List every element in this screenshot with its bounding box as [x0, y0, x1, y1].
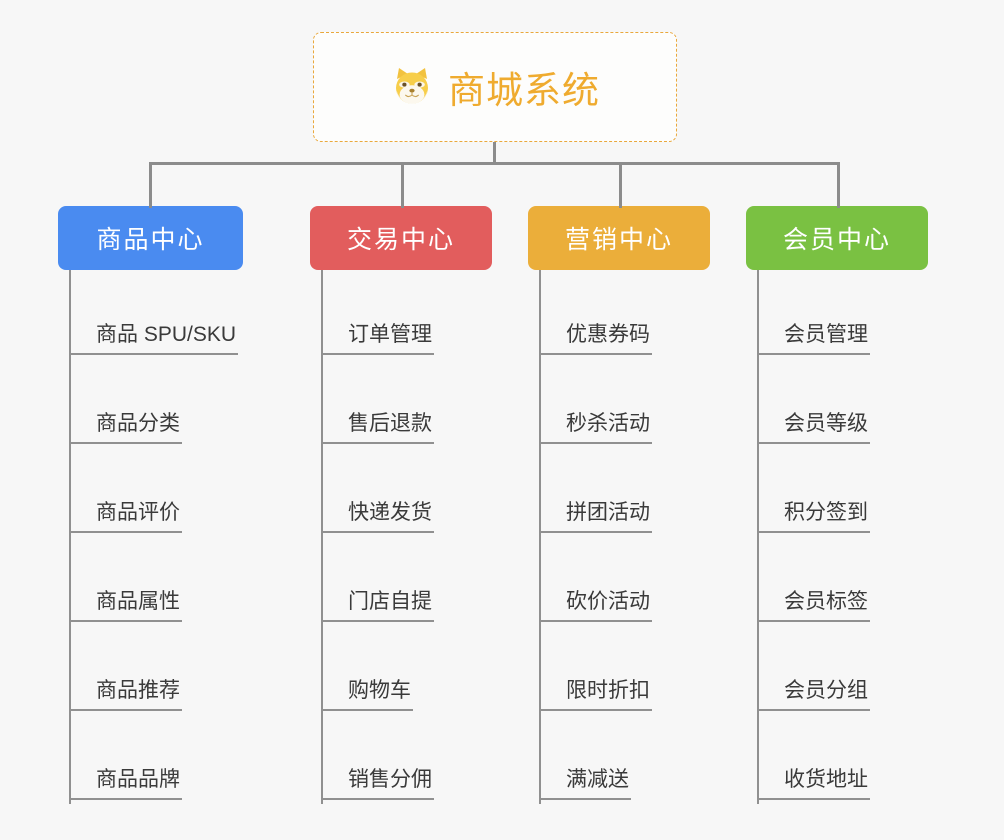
connector-drop-member-center: [837, 162, 840, 208]
leaf-label: 购物车: [322, 678, 413, 711]
leaf-item[interactable]: 商品推荐: [58, 626, 243, 715]
root-title: 商城系统: [448, 70, 600, 111]
leaf-label: 满减送: [540, 767, 631, 800]
leaf-label: 拼团活动: [540, 500, 652, 533]
leaf-item[interactable]: 销售分佣: [310, 715, 492, 804]
leaf-label: 会员分组: [758, 678, 870, 711]
leaf-list-product-center: 商品 SPU/SKU 商品分类商品评价商品属性商品推荐商品品牌: [58, 270, 243, 804]
leaf-list-member-center: 会员管理会员等级积分签到会员标签会员分组收货地址: [746, 270, 928, 804]
leaf-item[interactable]: 满减送: [528, 715, 710, 804]
category-title: 会员中心: [782, 226, 891, 254]
leaf-label: 会员标签: [758, 589, 870, 622]
leaf-label: 限时折扣: [540, 678, 652, 711]
category-title: 营销中心: [564, 226, 673, 254]
leaf-item[interactable]: 会员分组: [746, 626, 928, 715]
leaf-item[interactable]: 商品 SPU/SKU: [58, 270, 243, 359]
leaf-item[interactable]: 售后退款: [310, 359, 492, 448]
leaf-label: 秒杀活动: [540, 411, 652, 444]
connector-drop-trade-center: [401, 162, 404, 208]
leaf-item[interactable]: 订单管理: [310, 270, 492, 359]
connector-bar: [149, 162, 839, 165]
category-header-trade-center[interactable]: 交易中心: [310, 206, 492, 270]
leaf-item[interactable]: 优惠券码: [528, 270, 710, 359]
category-title: 商品中心: [96, 226, 205, 254]
leaf-item[interactable]: 会员管理: [746, 270, 928, 359]
column-member-center: 会员中心会员管理会员等级积分签到会员标签会员分组收货地址: [746, 206, 928, 804]
leaf-item[interactable]: 秒杀活动: [528, 359, 710, 448]
category-title: 交易中心: [346, 226, 455, 254]
column-trade-center: 交易中心订单管理售后退款快递发货门店自提购物车销售分佣: [310, 206, 492, 804]
connector-drop-product-center: [149, 162, 152, 208]
leaf-label: 商品分类: [70, 411, 182, 444]
connector-drop-marketing-center: [619, 162, 622, 208]
leaf-label: 会员等级: [758, 411, 870, 444]
leaf-label: 优惠券码: [540, 322, 652, 355]
leaf-label: 积分签到: [758, 500, 870, 533]
leaf-item[interactable]: 会员等级: [746, 359, 928, 448]
leaf-label: 商品推荐: [70, 678, 182, 711]
leaf-item[interactable]: 商品品牌: [58, 715, 243, 804]
column-marketing-center: 营销中心优惠券码秒杀活动拼团活动砍价活动限时折扣满减送: [528, 206, 710, 804]
leaf-label: 商品评价: [70, 500, 182, 533]
leaf-item[interactable]: 购物车: [310, 626, 492, 715]
leaf-item[interactable]: 门店自提: [310, 537, 492, 626]
root-node[interactable]: 商城系统: [313, 32, 677, 142]
category-header-marketing-center[interactable]: 营销中心: [528, 206, 710, 270]
leaf-item[interactable]: 砍价活动: [528, 537, 710, 626]
leaf-label: 收货地址: [758, 767, 870, 800]
leaf-label: 订单管理: [322, 322, 434, 355]
category-header-member-center[interactable]: 会员中心: [746, 206, 928, 270]
leaf-item[interactable]: 商品分类: [58, 359, 243, 448]
leaf-label: 砍价活动: [540, 589, 652, 622]
leaf-item[interactable]: 快递发货: [310, 448, 492, 537]
leaf-item[interactable]: 拼团活动: [528, 448, 710, 537]
leaf-item[interactable]: 商品评价: [58, 448, 243, 537]
leaf-label: 商品 SPU/SKU: [70, 322, 239, 355]
leaf-list-trade-center: 订单管理售后退款快递发货门店自提购物车销售分佣: [310, 270, 492, 804]
leaf-item[interactable]: 收货地址: [746, 715, 928, 804]
category-header-product-center[interactable]: 商品中心: [58, 206, 243, 270]
leaf-item[interactable]: 商品属性: [58, 537, 243, 626]
leaf-item[interactable]: 会员标签: [746, 537, 928, 626]
leaf-list-marketing-center: 优惠券码秒杀活动拼团活动砍价活动限时折扣满减送: [528, 270, 710, 804]
connector-stem: [493, 142, 496, 164]
leaf-label: 售后退款: [322, 411, 434, 444]
column-product-center: 商品中心商品 SPU/SKU 商品分类商品评价商品属性商品推荐商品品牌: [58, 206, 243, 804]
leaf-item[interactable]: 积分签到: [746, 448, 928, 537]
leaf-item[interactable]: 限时折扣: [528, 626, 710, 715]
leaf-label: 门店自提: [322, 589, 434, 622]
leaf-label: 快递发货: [322, 500, 434, 533]
leaf-label: 销售分佣: [322, 767, 434, 800]
leaf-label: 商品属性: [70, 589, 182, 622]
leaf-label: 会员管理: [758, 322, 870, 355]
leaf-label: 商品品牌: [70, 767, 182, 800]
shiba-dog-icon: [390, 65, 434, 109]
